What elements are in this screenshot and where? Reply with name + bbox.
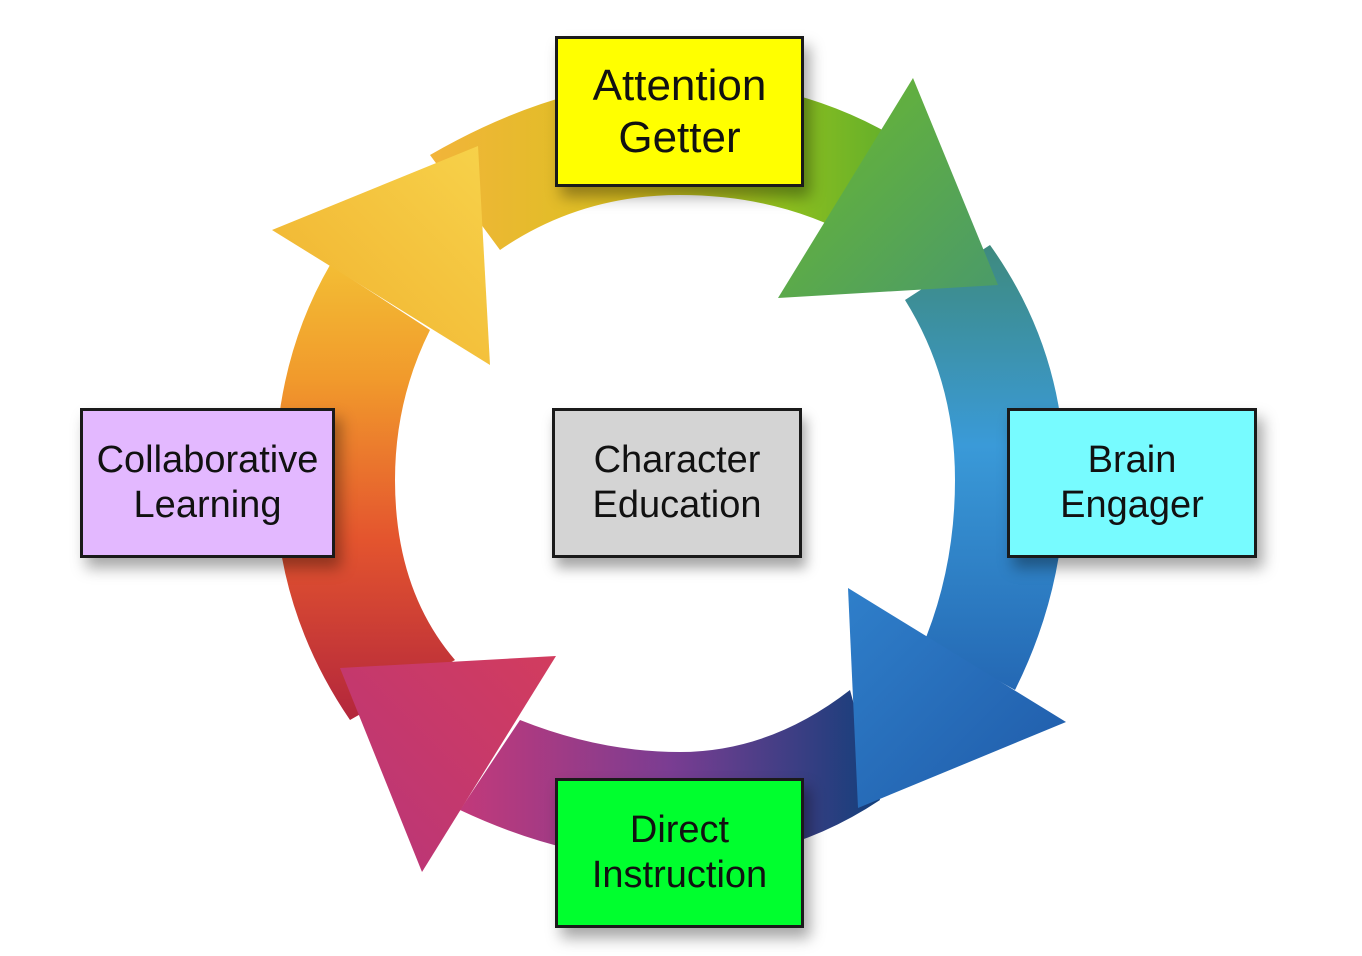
stage-attention-getter: Attention Getter <box>555 36 804 187</box>
center-line1: Character <box>593 439 761 482</box>
stage-direct-instruction: Direct Instruction <box>555 778 804 928</box>
arrowhead-top-left-icon <box>272 146 490 365</box>
arrowhead-bottom-left-icon <box>340 656 556 872</box>
stage-brain-line2: Engager <box>1060 484 1204 526</box>
stage-collaborative-learning: Collaborative Learning <box>80 408 335 558</box>
ring-segment-right <box>905 245 1065 690</box>
stage-collab-line1: Collaborative <box>96 439 319 482</box>
stage-attention-line1: Attention <box>592 60 767 110</box>
center-line2: Education <box>592 484 762 526</box>
stage-collab-line2: Learning <box>133 484 282 526</box>
stage-direct-line1: Direct <box>629 809 730 852</box>
cycle-arrowheads <box>272 78 1066 872</box>
stage-brain-engager: Brain Engager <box>1007 408 1257 558</box>
stage-direct-line2: Instruction <box>591 854 768 896</box>
stage-attention-line2: Getter <box>618 112 741 162</box>
ring-segment-left <box>275 265 455 720</box>
arrowhead-bottom-right-icon <box>848 588 1066 808</box>
stage-brain-line1: Brain <box>1087 439 1177 482</box>
arrowhead-top-right-icon <box>778 78 998 298</box>
center-character-education: Character Education <box>552 408 802 558</box>
